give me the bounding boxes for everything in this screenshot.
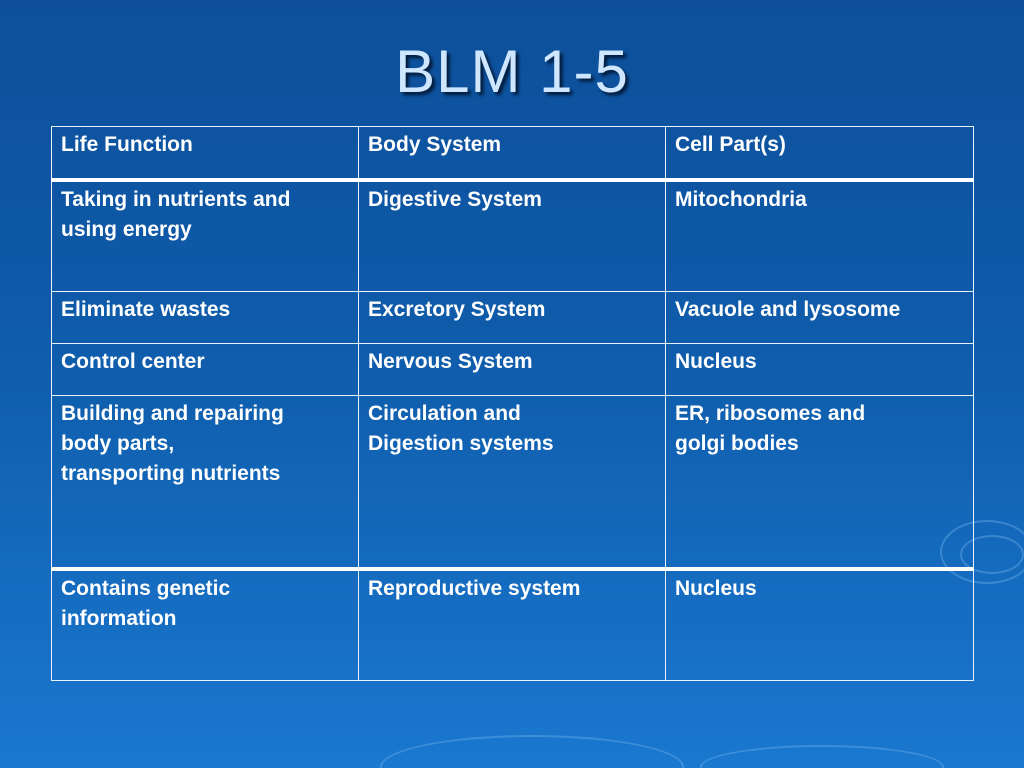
table-cell: Nervous System bbox=[358, 343, 666, 396]
table-cell: Nucleus bbox=[665, 343, 974, 396]
slide-title: BLM 1-5 bbox=[395, 38, 629, 105]
table-row: Building and repairing body parts, trans… bbox=[51, 395, 974, 571]
table-cell: Nucleus bbox=[665, 568, 974, 681]
life-functions-table: Life Function Body System Cell Part(s) T… bbox=[51, 126, 974, 681]
table-cell: Reproductive system bbox=[358, 568, 666, 681]
table-cell: Mitochondria bbox=[665, 179, 974, 292]
table-cell: Eliminate wastes bbox=[51, 291, 359, 344]
table-cell: Digestive System bbox=[358, 179, 666, 292]
table-header-row: Life Function Body System Cell Part(s) bbox=[51, 126, 974, 182]
table-cell: Building and repairing body parts, trans… bbox=[51, 395, 359, 571]
water-ripple-decoration bbox=[380, 735, 684, 768]
table-cell: ER, ribosomes and golgi bodies bbox=[665, 395, 974, 571]
table-row: Eliminate wastes Excretory System Vacuol… bbox=[51, 291, 974, 344]
table-cell: Excretory System bbox=[358, 291, 666, 344]
header-cell-body-system: Body System bbox=[358, 126, 666, 182]
header-cell-cell-parts: Cell Part(s) bbox=[665, 126, 974, 182]
table-cell: Vacuole and lysosome bbox=[665, 291, 974, 344]
header-cell-life-function: Life Function bbox=[51, 126, 359, 182]
table-cell: Contains genetic information bbox=[51, 568, 359, 681]
table-cell: Taking in nutrients and using energy bbox=[51, 179, 359, 292]
table-cell: Control center bbox=[51, 343, 359, 396]
table-row: Control center Nervous System Nucleus bbox=[51, 343, 974, 396]
water-ripple-decoration bbox=[700, 745, 944, 768]
table-row: Contains genetic information Reproductiv… bbox=[51, 568, 974, 681]
table-row: Taking in nutrients and using energy Dig… bbox=[51, 179, 974, 292]
table-cell: Circulation and Digestion systems bbox=[358, 395, 666, 571]
